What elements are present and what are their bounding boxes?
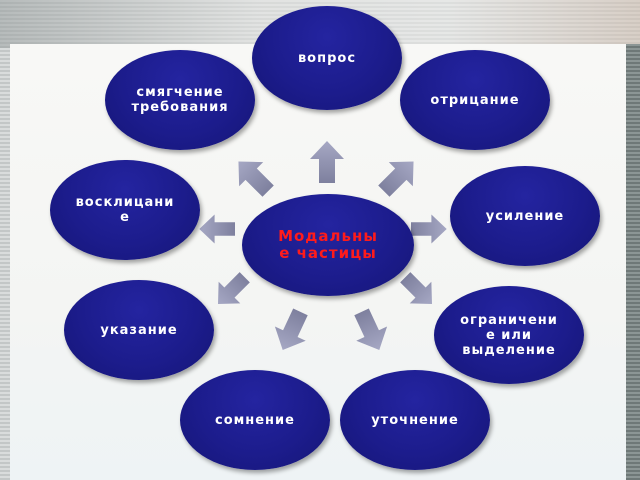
node-label: сомнение [215,412,295,428]
arrow-down-right-icon [394,266,443,315]
node-label: усиление [485,208,565,224]
node-label: отрицание [430,92,520,108]
node-label: смягчение требования [131,85,229,115]
arrow-up-left-icon [226,149,281,204]
background-right-strip [626,44,640,480]
node-somnenie: сомнение [180,370,330,470]
node-usilenie: усиление [450,166,600,266]
arrow-down-right2-icon [346,304,395,358]
node-label: указание [100,322,178,338]
node-label: уточнение [371,412,459,428]
node-vopros: вопрос [252,6,402,110]
node-otricanie: отрицание [400,50,550,150]
node-ogranichenie: ограничени е или выделение [434,286,584,384]
center-label: Модальны е частицы [278,227,378,262]
node-label: вопрос [297,50,357,66]
node-smyagchenie: смягчение требования [105,50,255,150]
arrow-up-icon [310,141,344,183]
arrow-right-icon [411,214,447,244]
node-utochnenie: уточнение [340,370,490,470]
arrow-down-left2-icon [207,266,256,315]
node-label: восклицани е [75,195,175,225]
arrow-down-left-icon [267,304,316,358]
node-ukazanie: указание [64,280,214,380]
node-label: ограничени е или выделение [460,312,558,358]
arrow-left-icon [199,214,235,244]
node-vosklicanie: восклицани е [50,160,200,260]
arrow-up-right-icon [371,149,426,204]
center-node: Модальны е частицы [242,194,414,296]
